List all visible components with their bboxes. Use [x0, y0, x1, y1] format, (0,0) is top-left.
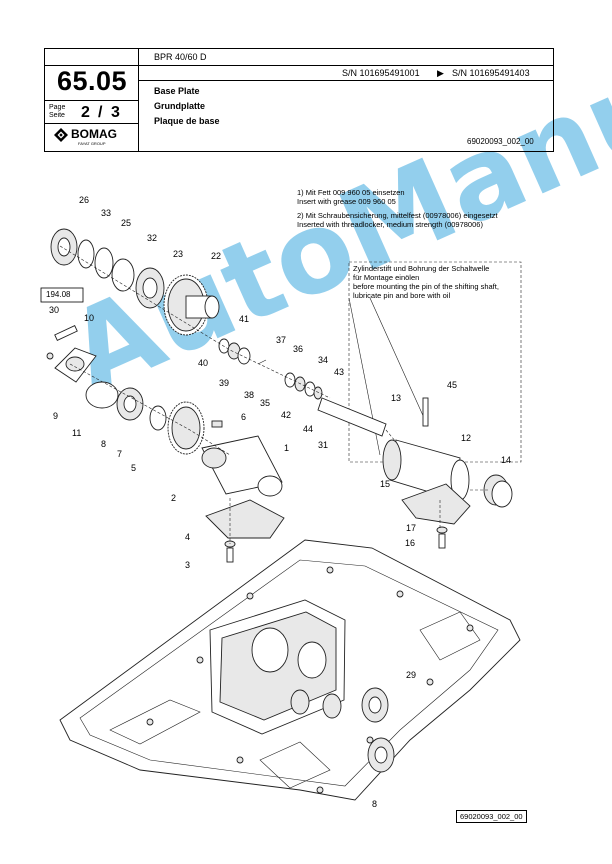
- part-callout-label: 1: [284, 443, 290, 453]
- part-callout-label: 4: [185, 532, 191, 542]
- page-label-de: Seite: [49, 112, 65, 119]
- screw-3: [226, 547, 234, 563]
- part-callout-label: 3: [185, 560, 191, 570]
- header-rule: [139, 80, 553, 81]
- pin-45: [422, 397, 429, 427]
- ring-35: [294, 376, 306, 392]
- title-fr: Plaque de base: [154, 116, 220, 126]
- page-label-en: Page: [49, 104, 66, 111]
- part-callout-label: 26: [79, 195, 90, 205]
- part-callout-label: 41: [239, 314, 250, 324]
- part-callout-label: 15: [380, 479, 391, 489]
- ring-33: [77, 239, 95, 269]
- part-callout-label: 33: [101, 208, 112, 218]
- part-callout-label: 39: [219, 378, 230, 388]
- part-callout-label: 7: [117, 449, 123, 459]
- part-callout-label: 11: [72, 428, 82, 438]
- ring-36: [284, 372, 296, 388]
- brand-name: BOMAG: [71, 127, 117, 141]
- assembly-notes: 1) Mit Fett 009 960 05 einsetzen Insert …: [297, 188, 498, 229]
- pin-note-line: lubricate pin and bore with oil: [353, 291, 451, 300]
- ring-43: [313, 386, 323, 400]
- part-callout-label: 44: [303, 424, 314, 434]
- ref-box-frame: [40, 287, 84, 303]
- note1-de: 1) Mit Fett 009 960 05 einsetzen: [297, 188, 405, 197]
- page-number: 65.05: [57, 66, 128, 96]
- part-callout-label: 5: [131, 463, 137, 473]
- header-rule: [45, 65, 553, 66]
- ring-32: [111, 258, 135, 292]
- screw-16: [438, 533, 446, 549]
- header-rule: [45, 100, 138, 101]
- header-block: 65.05 Page Seite 2 / 3 BOMAG FAYAT GROUP…: [44, 48, 554, 152]
- pin-note: Zylinderstift und Bohrung der Schaltwell…: [353, 264, 499, 300]
- page-total: 3: [111, 104, 120, 121]
- part-callout-label: 17: [406, 523, 417, 533]
- fork-2: [205, 499, 285, 539]
- part-callout-label: 13: [391, 393, 402, 403]
- base-plate: [59, 539, 521, 801]
- doc-code: 69020093_002_00: [467, 137, 534, 146]
- header-divider: [138, 49, 139, 151]
- ref-box-label: 194.08: [46, 290, 71, 299]
- rod-13: [317, 397, 387, 437]
- part-callout-label: 31: [318, 440, 329, 450]
- fork-15: [401, 483, 471, 525]
- part-callout-label: 42: [281, 410, 292, 420]
- part-callout-label: 35: [260, 398, 271, 408]
- title-de: Grundplatte: [154, 101, 205, 111]
- washer-17: [436, 526, 448, 534]
- part-callout-label: 34: [318, 355, 329, 365]
- part-callout-label: 14: [501, 455, 512, 465]
- part-callout-label: 8: [372, 799, 378, 809]
- bomag-logo-icon: [54, 128, 68, 142]
- pin-37: [257, 359, 267, 365]
- part-callout-label: 16: [405, 538, 416, 548]
- part-callout-label: 37: [276, 335, 287, 345]
- plug-30: [46, 352, 54, 360]
- pin-note-line: Zylinderstift und Bohrung der Schaltwell…: [353, 264, 490, 273]
- part-callout-label: 10: [84, 313, 95, 323]
- serial-to: S/N 101695491403: [452, 68, 530, 78]
- pin-note-line: before mounting the pin of the shifting …: [353, 282, 499, 291]
- part-callout-label: 45: [447, 380, 458, 390]
- part-callout-label: 36: [293, 344, 304, 354]
- pin-note-line: für Montage einölen: [353, 273, 420, 282]
- serial-arrow-icon: ▶: [437, 68, 444, 78]
- key-6: [211, 420, 223, 428]
- part-callout-label: 30: [49, 305, 60, 315]
- part-callout-label: 12: [461, 433, 472, 443]
- part-callout-label: 32: [147, 233, 158, 243]
- part-callout-label: 2: [171, 493, 177, 503]
- model-name: BPR 40/60 D: [154, 52, 207, 62]
- page-current: 2: [81, 104, 90, 121]
- note1-en: Insert with grease 009 960 05: [297, 197, 396, 206]
- figure-code: 69020093_002_00: [456, 810, 527, 823]
- part-callout-label: 43: [334, 367, 345, 377]
- bolt-10: [54, 325, 78, 341]
- part-callout-label: 40: [198, 358, 209, 368]
- page-separator: /: [98, 104, 103, 121]
- part-callout-label: 25: [121, 218, 132, 228]
- note2-de: 2) Mit Schraubensicherung, mittelfest (0…: [297, 211, 498, 220]
- ring-39: [237, 347, 251, 365]
- part-callout-label: 22: [211, 251, 222, 261]
- brand-subtitle: FAYAT GROUP: [78, 141, 106, 146]
- part-callout-label: 6: [241, 412, 247, 422]
- header-rule: [45, 123, 138, 124]
- part-callout-label: 38: [244, 390, 255, 400]
- ring-7: [149, 405, 167, 431]
- oring-11: [85, 381, 119, 409]
- part-callout-label: 9: [53, 411, 59, 421]
- part-callout-label: 8: [101, 439, 107, 449]
- title-en: Base Plate: [154, 86, 200, 96]
- part-callout-label: 23: [173, 249, 184, 259]
- leader-line: [369, 297, 426, 421]
- serial-from: S/N 101695491001: [342, 68, 420, 78]
- part-callout-label: 29: [406, 670, 417, 680]
- note2-en: Inserted with threadlocker, medium stren…: [297, 220, 483, 229]
